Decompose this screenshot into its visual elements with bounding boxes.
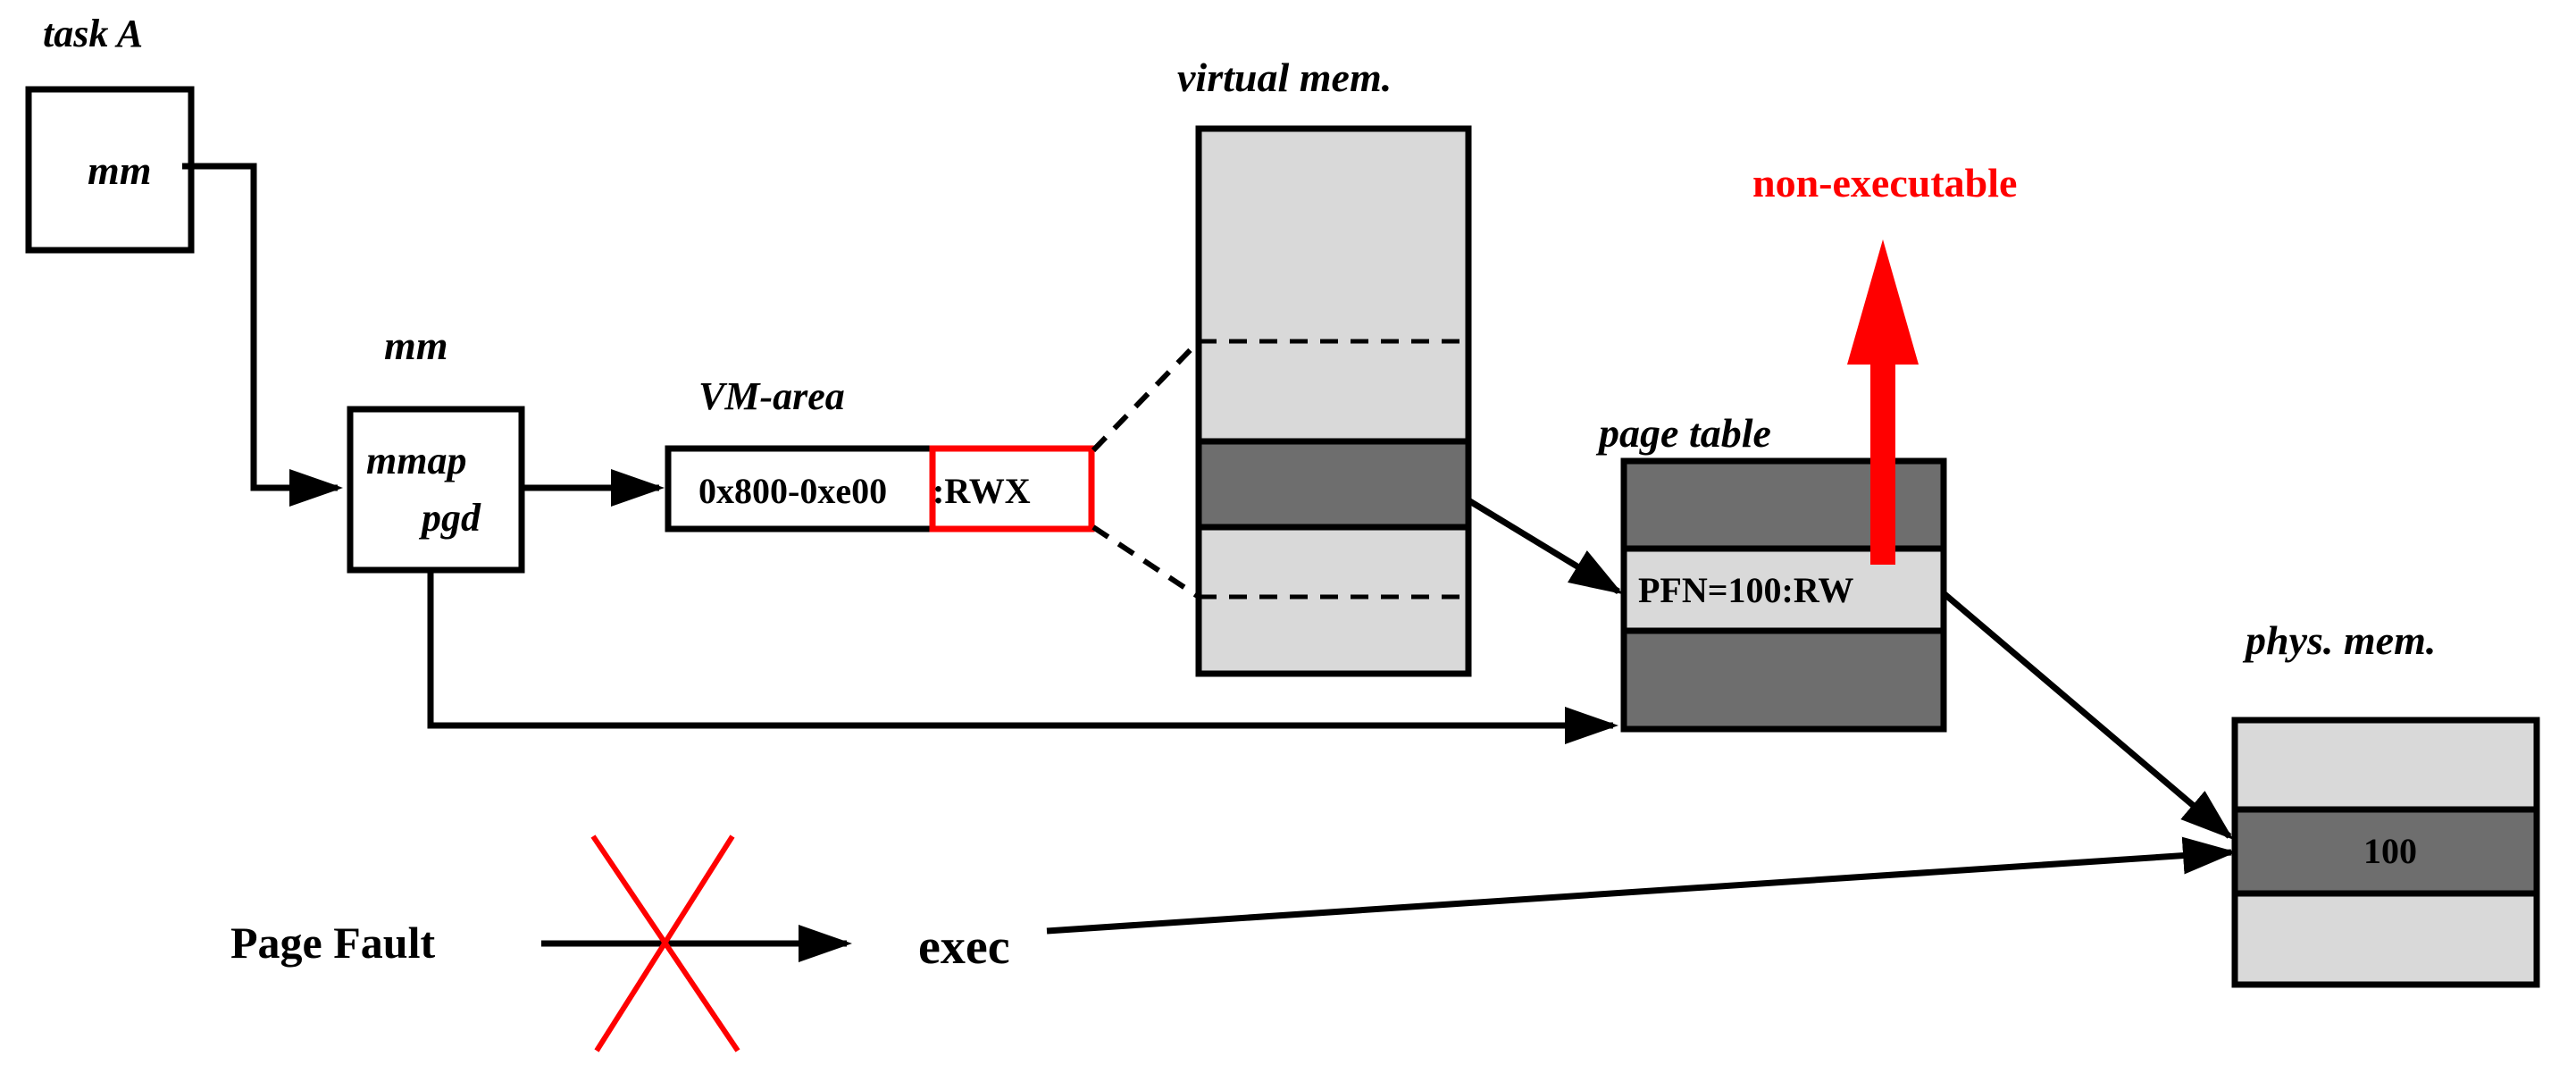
task-to-mm-connector	[182, 163, 343, 507]
mm-box	[347, 406, 525, 574]
vm-area-title: VM-area	[698, 374, 845, 418]
virtual-mem-title: virtual mem.	[1177, 55, 1392, 100]
vm-area-perm: :RWX	[933, 471, 1031, 511]
pte-entry-label: PFN=100:RW	[1638, 570, 1853, 610]
task-title: task A	[43, 12, 143, 55]
task-mm-field: mm	[88, 147, 152, 193]
mm-mmap-field: mmap	[366, 439, 466, 482]
blocked-cross-line-2	[594, 834, 735, 1052]
page-fault-label: Page Fault	[230, 918, 435, 968]
vmarea-to-vmem-dashed-top	[1091, 339, 1201, 453]
phys-mem-title: phys. mem.	[2242, 617, 2436, 663]
pte-to-phys-connector	[1941, 591, 2234, 840]
page-table-bottom-row	[1620, 627, 1947, 733]
pgd-to-pagetable-connector	[427, 570, 1618, 744]
page-table-title: page table	[1595, 410, 1771, 456]
task-box	[25, 86, 195, 254]
exec-to-phys-connector	[1046, 836, 2237, 935]
vmarea-to-vmem-dashed-bottom	[1091, 524, 1200, 600]
phys-frame-label: 100	[2363, 831, 2417, 871]
mm-title: mm	[384, 323, 448, 368]
non-exec-arrow-head	[1847, 239, 1919, 365]
exec-label: exec	[918, 919, 1010, 975]
non-exec-label: non-executable	[1752, 160, 2017, 205]
virtual-mem-column	[1195, 125, 1472, 677]
vmem-to-pte-connector	[1467, 498, 1624, 595]
mm-pgd-field: pgd	[418, 496, 481, 540]
phys-mem-top-row	[2231, 717, 2540, 813]
page-table-top-row	[1620, 457, 1947, 552]
non-exec-arrow-shaft	[1870, 345, 1895, 565]
vm-area-range: 0x800-0xe00	[698, 471, 887, 511]
vm-area-perm-highlight	[929, 445, 1095, 532]
vmem-mapped-page	[1195, 438, 1472, 531]
phys-mem-bottom-row	[2231, 890, 2540, 988]
